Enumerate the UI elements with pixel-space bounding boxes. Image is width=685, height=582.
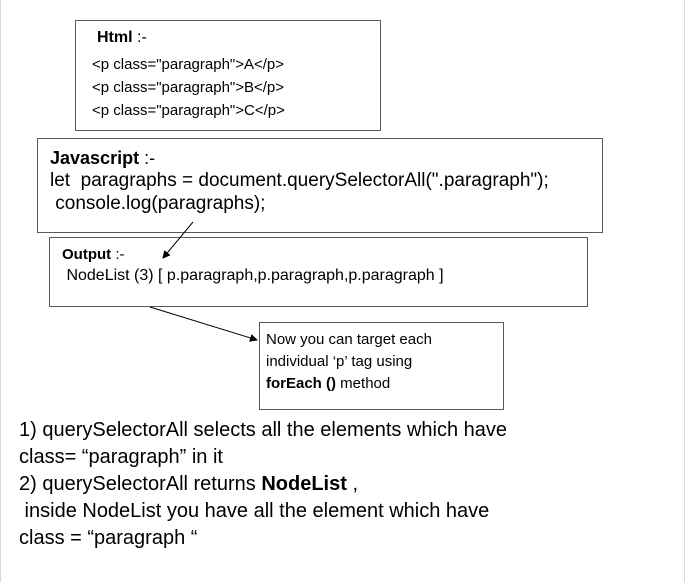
- note-method-name: forEach (): [266, 375, 337, 392]
- point-2-suffix: ,: [346, 473, 359, 495]
- output-title-sep: :-: [111, 246, 125, 263]
- html-code-line-3: <p class="paragraph">C</p>: [92, 102, 285, 119]
- point-2-nodelist: NodeList: [261, 473, 347, 495]
- output-box: Output :- NodeList (3) [ p.paragraph,p.p…: [49, 237, 588, 307]
- js-title-sep: :-: [139, 148, 156, 168]
- html-code-line-2: <p class="paragraph">B</p>: [92, 79, 285, 96]
- output-nodelist-line: NodeList (3) [ p.paragraph,p.paragraph,p…: [62, 267, 444, 284]
- html-box-title: Html :-: [97, 29, 380, 47]
- point-1-line-1: 1) querySelectorAll selects all the elem…: [19, 419, 508, 441]
- note-line-2: individual ‘p’ tag using: [266, 353, 413, 370]
- note-box: Now you can target each individual ‘p’ t…: [259, 322, 504, 410]
- point-2-prefix: 2) querySelectorAll returns: [19, 473, 262, 495]
- html-title-sep: :-: [132, 29, 147, 46]
- js-box-title: Javascript :-: [50, 147, 602, 169]
- javascript-code-box: Javascript :- let paragraphs = document.…: [37, 138, 603, 233]
- js-code-line-1: let paragraphs = document.querySelectorA…: [50, 170, 549, 191]
- js-code-line-2: console.log(paragraphs);: [50, 193, 266, 214]
- js-title-text: Javascript: [50, 148, 140, 168]
- html-title-text: Html: [97, 29, 133, 46]
- output-box-title: Output :-: [62, 245, 587, 265]
- point-2-line-2: inside NodeList you have all the element…: [19, 500, 490, 522]
- note-line-1: Now you can target each: [266, 331, 432, 348]
- output-title-text: Output: [62, 246, 112, 263]
- point-1-line-2: class= “paragraph” in it: [19, 446, 223, 468]
- point-2-line-3: class = “paragraph “: [19, 527, 198, 549]
- note-line-3: forEach () method: [266, 373, 503, 395]
- html-code-line-1: <p class="paragraph">A</p>: [92, 56, 285, 73]
- note-method-suffix: method: [336, 375, 391, 392]
- html-code-box: Html :- <p class="paragraph">A</p> <p cl…: [75, 20, 381, 131]
- point-2-line-1: 2) querySelectorAll returns NodeList ,: [19, 471, 669, 498]
- explanation-points: 1) querySelectorAll selects all the elem…: [19, 417, 669, 552]
